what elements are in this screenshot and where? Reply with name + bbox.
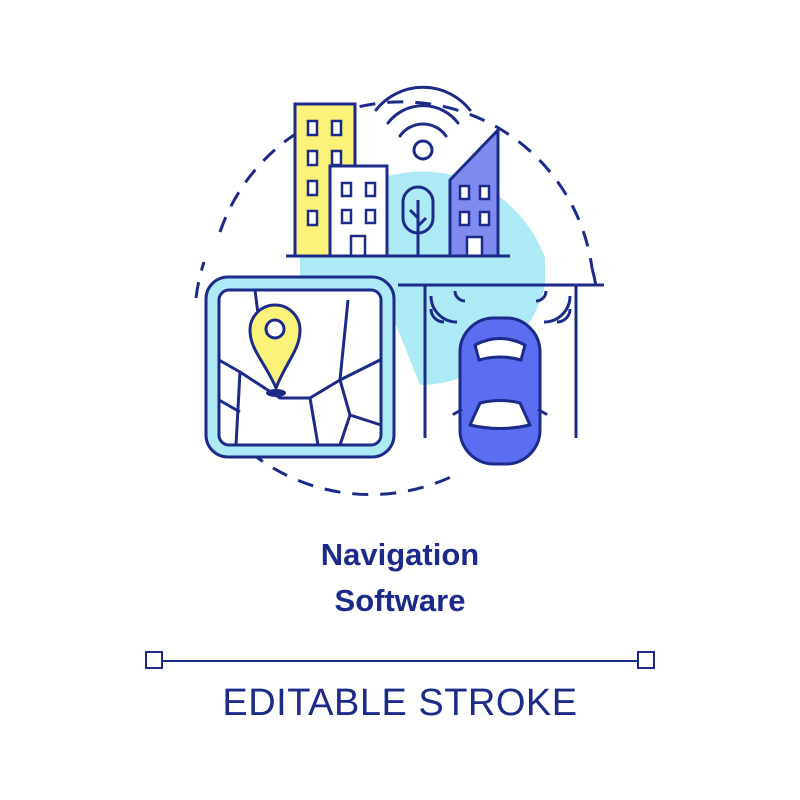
map-with-location-pin-icon — [204, 275, 396, 459]
title-line-1: Navigation — [320, 537, 480, 572]
parking-structure — [398, 283, 604, 438]
stroke-line-indicator — [145, 651, 655, 669]
title-line-2: Software — [334, 583, 466, 618]
stroke-handle-left — [145, 651, 163, 669]
wifi-signal-icon — [374, 85, 472, 161]
editable-stroke-label: EDITABLE STROKE — [222, 682, 578, 724]
stroke-handle-right — [637, 651, 655, 669]
car — [452, 316, 548, 466]
buildings — [286, 102, 510, 258]
